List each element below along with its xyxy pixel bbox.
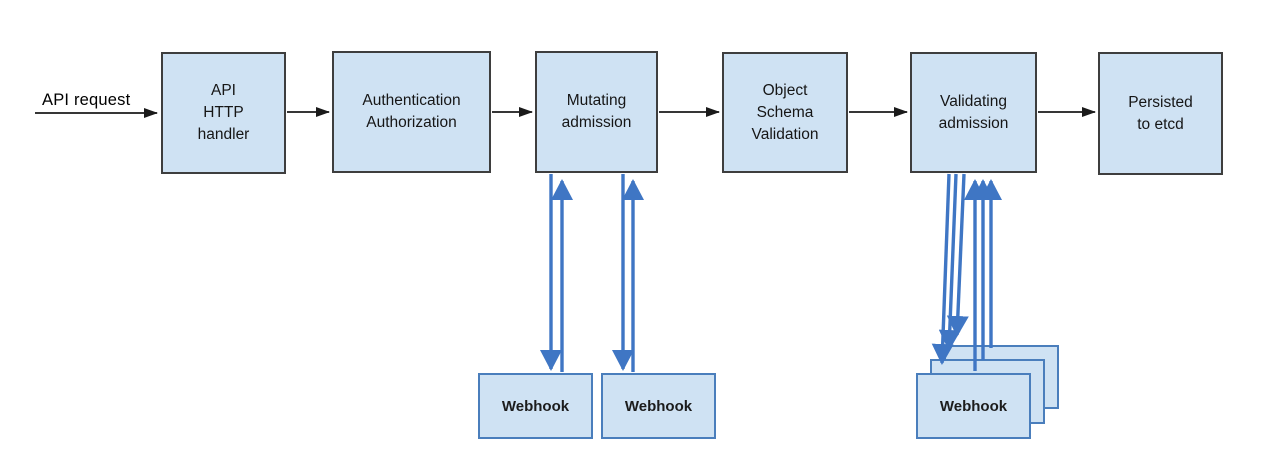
node-label-line: admission xyxy=(938,114,1009,132)
api-request-label: API request xyxy=(42,91,131,109)
node-label-line: Validation xyxy=(751,125,819,143)
node-label-line: Object xyxy=(762,81,808,99)
node-mutating-admission: Mutating admission xyxy=(535,51,658,173)
node-label-line: Mutating xyxy=(566,92,627,109)
node-label-line: API xyxy=(211,82,236,99)
node-label-line: admission xyxy=(561,114,632,131)
node-label-line: Validating xyxy=(940,92,1007,110)
node-label-line: Authorization xyxy=(366,114,457,131)
arrow-validating-down-stack-3 xyxy=(946,173,969,337)
node-persisted-to-etcd: Persisted to etcd xyxy=(1098,52,1223,175)
webhook-label: Webhook xyxy=(624,397,693,415)
webhook-box-validating-front: Webhook xyxy=(916,373,1031,439)
webhook-label: Webhook xyxy=(501,397,570,415)
arrow-validating-down-stack-1 xyxy=(931,173,954,365)
node-label-line: Persisted xyxy=(1128,93,1193,111)
node-label-line: Authentication xyxy=(362,92,461,109)
node-object-schema-validation: Object Schema Validation xyxy=(722,52,848,173)
webhook-box-mutating-2: Webhook xyxy=(601,373,716,439)
node-api-http-handler: API HTTP handler xyxy=(161,52,286,174)
webhook-box-mutating-1: Webhook xyxy=(478,373,593,439)
node-label-line: Schema xyxy=(756,103,814,121)
arrow-validating-down-stack-2 xyxy=(938,173,961,351)
node-label-line: handler xyxy=(197,126,250,143)
node-label-line: to etcd xyxy=(1137,115,1184,133)
webhook-label: Webhook xyxy=(939,397,1008,415)
node-validating-admission: Validating admission xyxy=(910,52,1037,173)
node-label-line: HTTP xyxy=(203,104,244,121)
node-authentication-authorization: Authentication Authorization xyxy=(332,51,491,173)
